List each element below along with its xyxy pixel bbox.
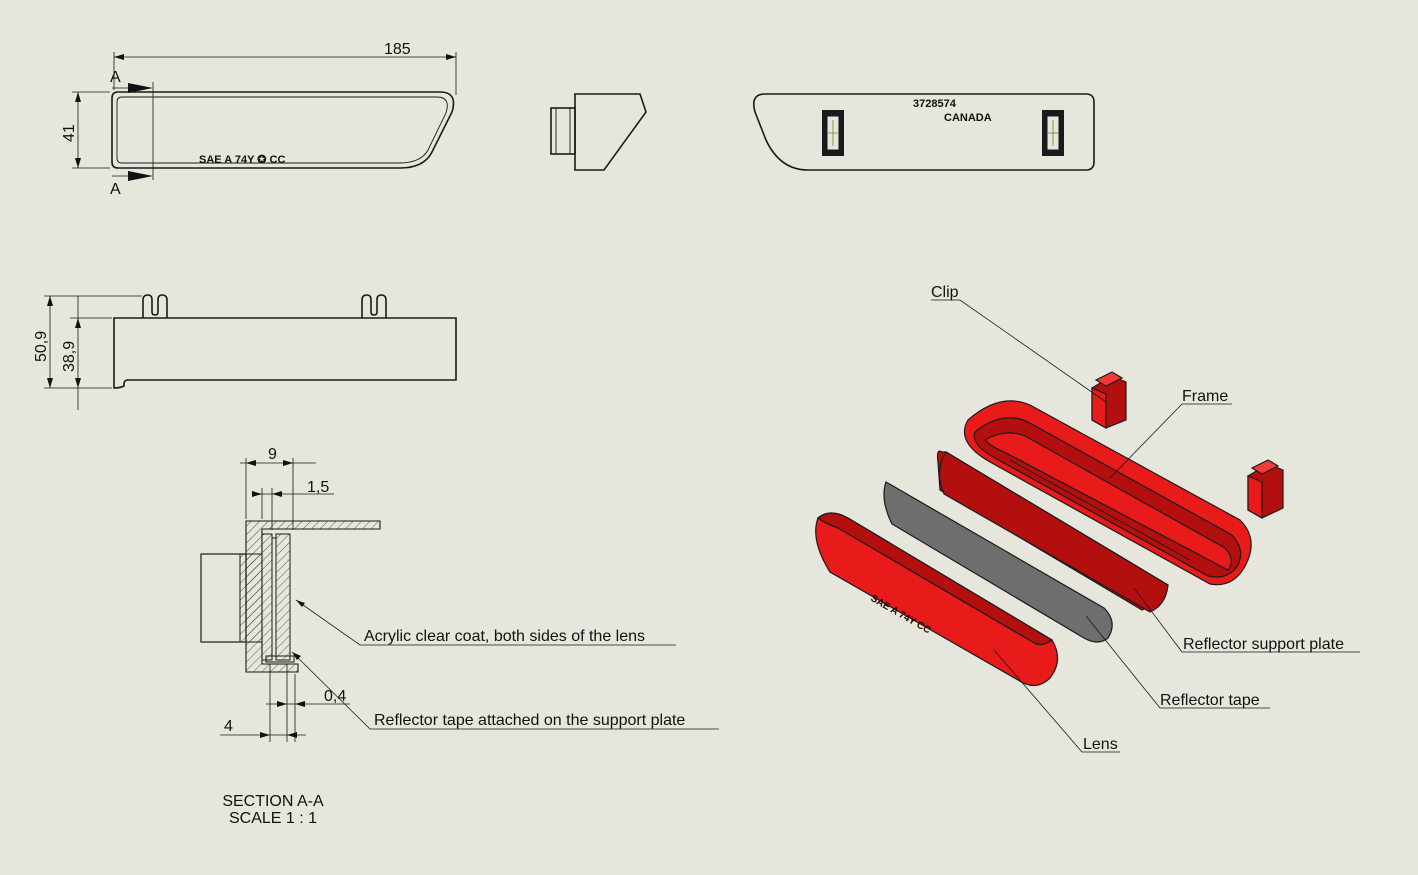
back-view: 3728574 CANADA bbox=[752, 93, 1095, 171]
part-number: 3728574 bbox=[913, 98, 957, 110]
label-support-plate: Reflector support plate bbox=[1183, 636, 1344, 653]
clip-slot-right bbox=[1042, 110, 1064, 156]
dim-section-9: 9 bbox=[268, 446, 277, 463]
section-title: SECTION A-A bbox=[222, 793, 324, 810]
dim-height-total: 50,9 bbox=[33, 331, 50, 362]
sae-marking: SAE A 74Y ✪ CC bbox=[199, 154, 286, 166]
reflector-tape-part bbox=[883, 481, 1113, 643]
note-reflector-tape: Reflector tape attached on the support p… bbox=[374, 712, 685, 729]
front-view: 50,9 38,9 bbox=[33, 294, 457, 410]
section-arrow-bottom bbox=[128, 171, 153, 181]
clip-slot-left bbox=[822, 110, 844, 156]
label-reflector-tape: Reflector tape bbox=[1160, 692, 1260, 709]
part-country: CANADA bbox=[944, 112, 992, 124]
section-mark-bottom: A bbox=[110, 181, 121, 198]
label-frame: Frame bbox=[1182, 388, 1228, 405]
top-view: A A SAE A 74Y ✪ CC 185 41 bbox=[61, 41, 457, 198]
frame-part bbox=[963, 400, 1252, 586]
label-lens: Lens bbox=[1083, 736, 1118, 753]
exploded-view: SAE A 74Y CC Clip Frame Reflector suppor… bbox=[815, 284, 1360, 753]
end-view bbox=[550, 93, 647, 171]
section-arrow-top bbox=[128, 83, 153, 93]
clip-part-2 bbox=[1247, 459, 1284, 520]
section-mark-top: A bbox=[110, 69, 121, 86]
dim-height-body: 38,9 bbox=[61, 341, 78, 372]
dim-width: 41 bbox=[61, 124, 78, 142]
dim-section-1-5: 1,5 bbox=[307, 479, 329, 496]
section-scale: SCALE 1 : 1 bbox=[229, 810, 317, 827]
note-clear-coat: Acrylic clear coat, both sides of the le… bbox=[364, 628, 645, 645]
clip-part-1 bbox=[1091, 371, 1127, 430]
dim-section-4: 4 bbox=[224, 718, 233, 735]
section-a-a: 9 1,5 0,4 4 Acrylic clear coat, both sid… bbox=[200, 446, 719, 827]
label-clip: Clip bbox=[931, 284, 959, 301]
dim-section-0-4: 0,4 bbox=[324, 688, 346, 705]
dim-length: 185 bbox=[384, 41, 411, 58]
